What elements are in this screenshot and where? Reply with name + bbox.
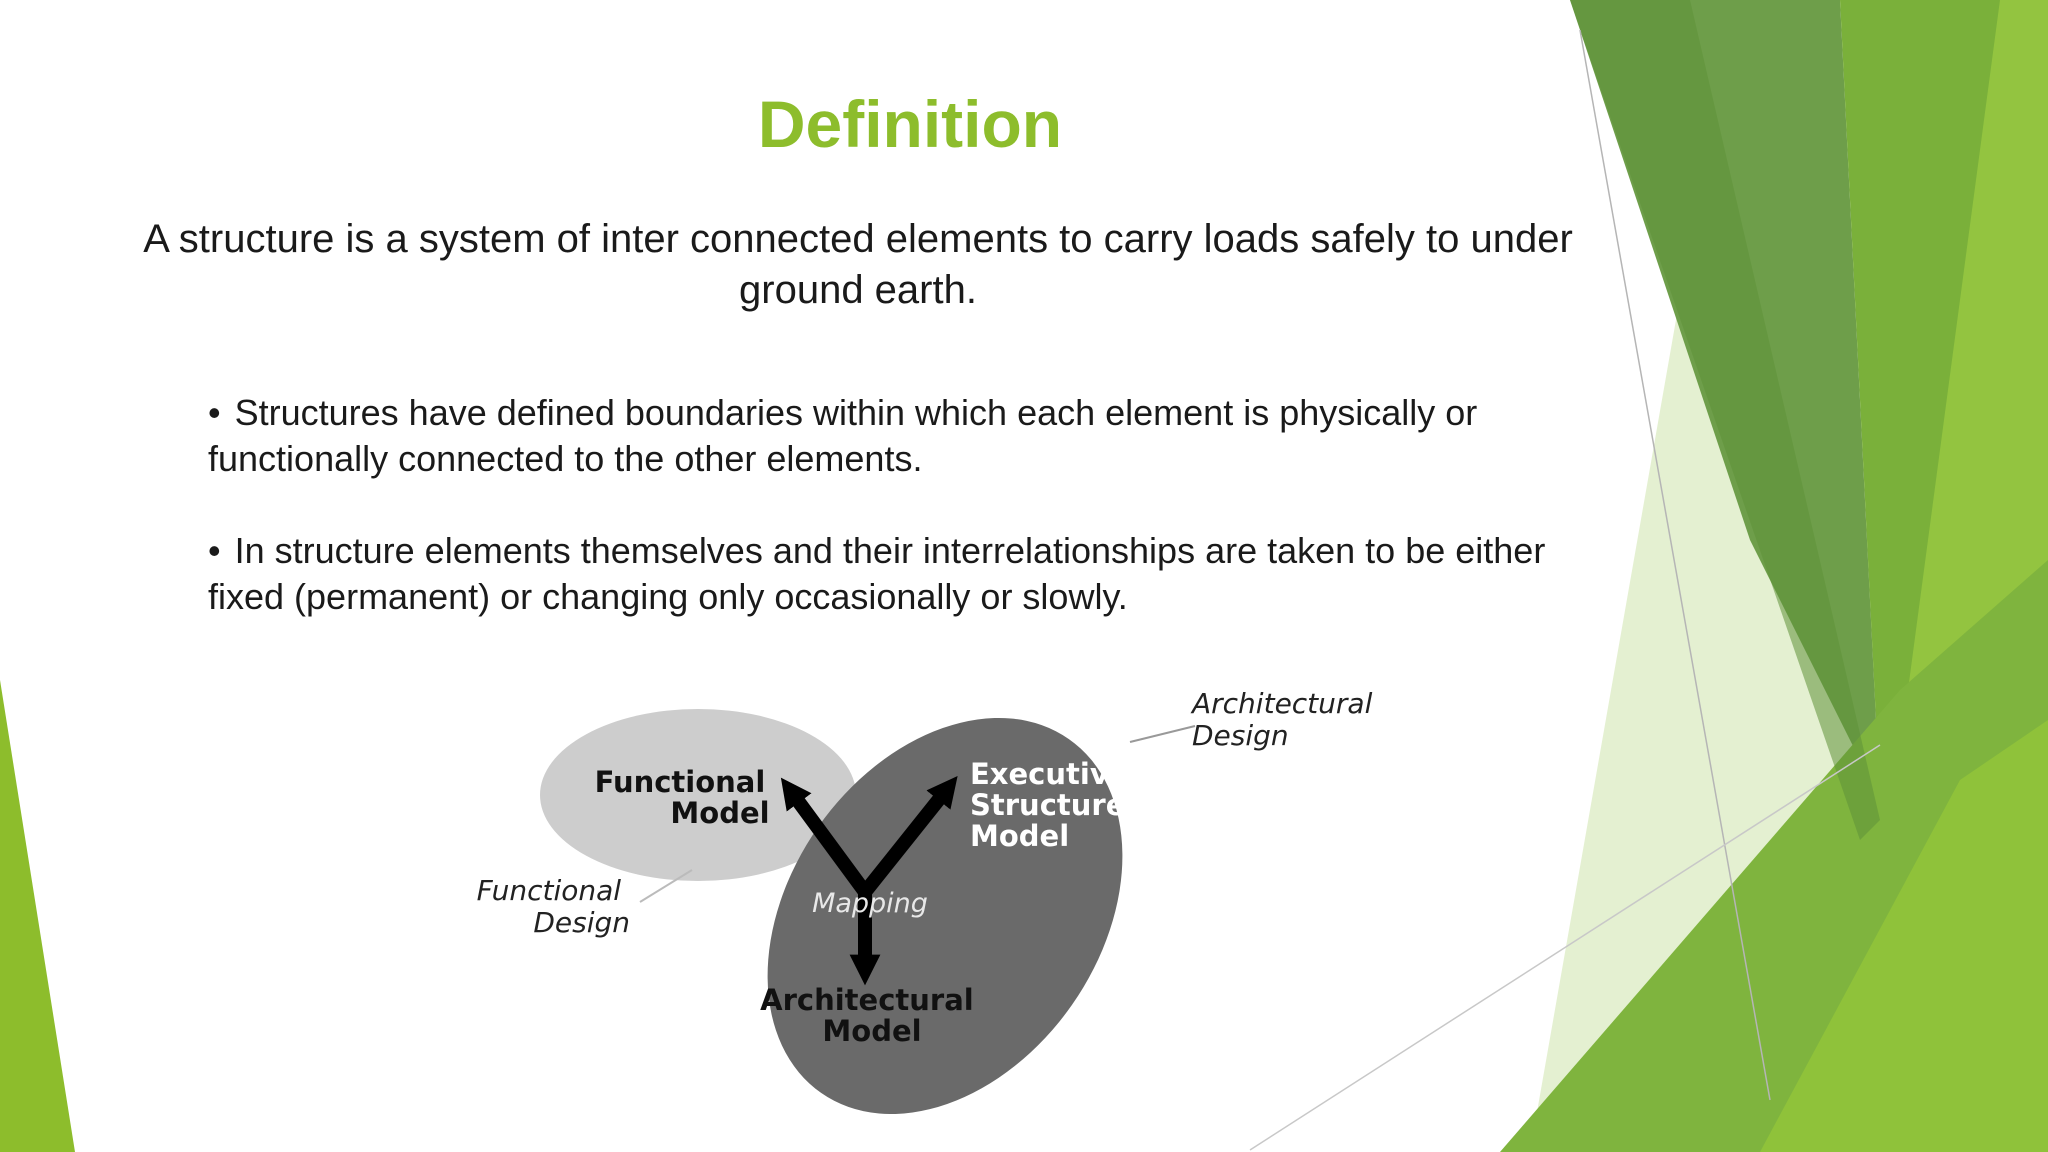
bullet-list: •Structures have defined boundaries with… bbox=[208, 390, 1588, 666]
facet-left-bottom bbox=[0, 680, 75, 1152]
slide-title: Definition bbox=[757, 87, 1063, 161]
architectural-design-line: Architectural bbox=[1190, 687, 1373, 720]
functional-design-line: Design bbox=[533, 906, 630, 939]
executive-model-line: Structure bbox=[970, 788, 1125, 822]
executive-model-line: Executive bbox=[970, 757, 1128, 791]
arrow-to-functional bbox=[780, 777, 871, 897]
architectural-design-line: Design bbox=[1192, 719, 1289, 752]
structure-design-diagram: Functional Model Executive Structure Mod… bbox=[477, 687, 1381, 1115]
architectural-model-label: Architectural Model bbox=[760, 983, 984, 1048]
functional-model-line: Functional bbox=[595, 765, 766, 799]
bullet-text: In structure elements themselves and the… bbox=[208, 530, 1546, 617]
architectural-model-line: Architectural bbox=[760, 983, 974, 1017]
thin-line-1 bbox=[1579, 29, 1771, 1101]
mapping-label: Mapping bbox=[812, 888, 928, 919]
facet-shadow bbox=[1570, 0, 1880, 840]
architectural-design-leader bbox=[1129, 725, 1196, 743]
functional-design-line: Functional bbox=[477, 874, 622, 907]
bullet-text: Structures have defined boundaries withi… bbox=[208, 392, 1478, 479]
bullet-glyph: • bbox=[208, 530, 221, 571]
executive-model-label: Executive Structure Model bbox=[970, 757, 1139, 853]
bullet-glyph: • bbox=[208, 392, 221, 433]
bullet-item: •In structure elements themselves and th… bbox=[208, 528, 1588, 620]
executive-model-line: Model bbox=[970, 819, 1069, 853]
functional-model-ellipse bbox=[540, 709, 856, 881]
bullet-item: •Structures have defined boundaries with… bbox=[208, 390, 1588, 482]
functional-model-line: Model bbox=[670, 796, 769, 830]
functional-design-label: Functional Design bbox=[477, 874, 630, 939]
architectural-design-label: Architectural Design bbox=[1190, 687, 1381, 752]
functional-design-leader bbox=[639, 869, 693, 903]
facet-bright-bottom bbox=[1760, 720, 2048, 1152]
functional-model-label: Functional Model bbox=[595, 765, 776, 830]
architectural-model-line: Model bbox=[822, 1014, 921, 1048]
thin-line-2 bbox=[1249, 744, 1881, 1151]
arrow-to-executive bbox=[859, 775, 958, 897]
architectural-ellipse bbox=[767, 717, 1123, 1115]
lead-statement: A structure is a system of inter connect… bbox=[143, 217, 1573, 312]
